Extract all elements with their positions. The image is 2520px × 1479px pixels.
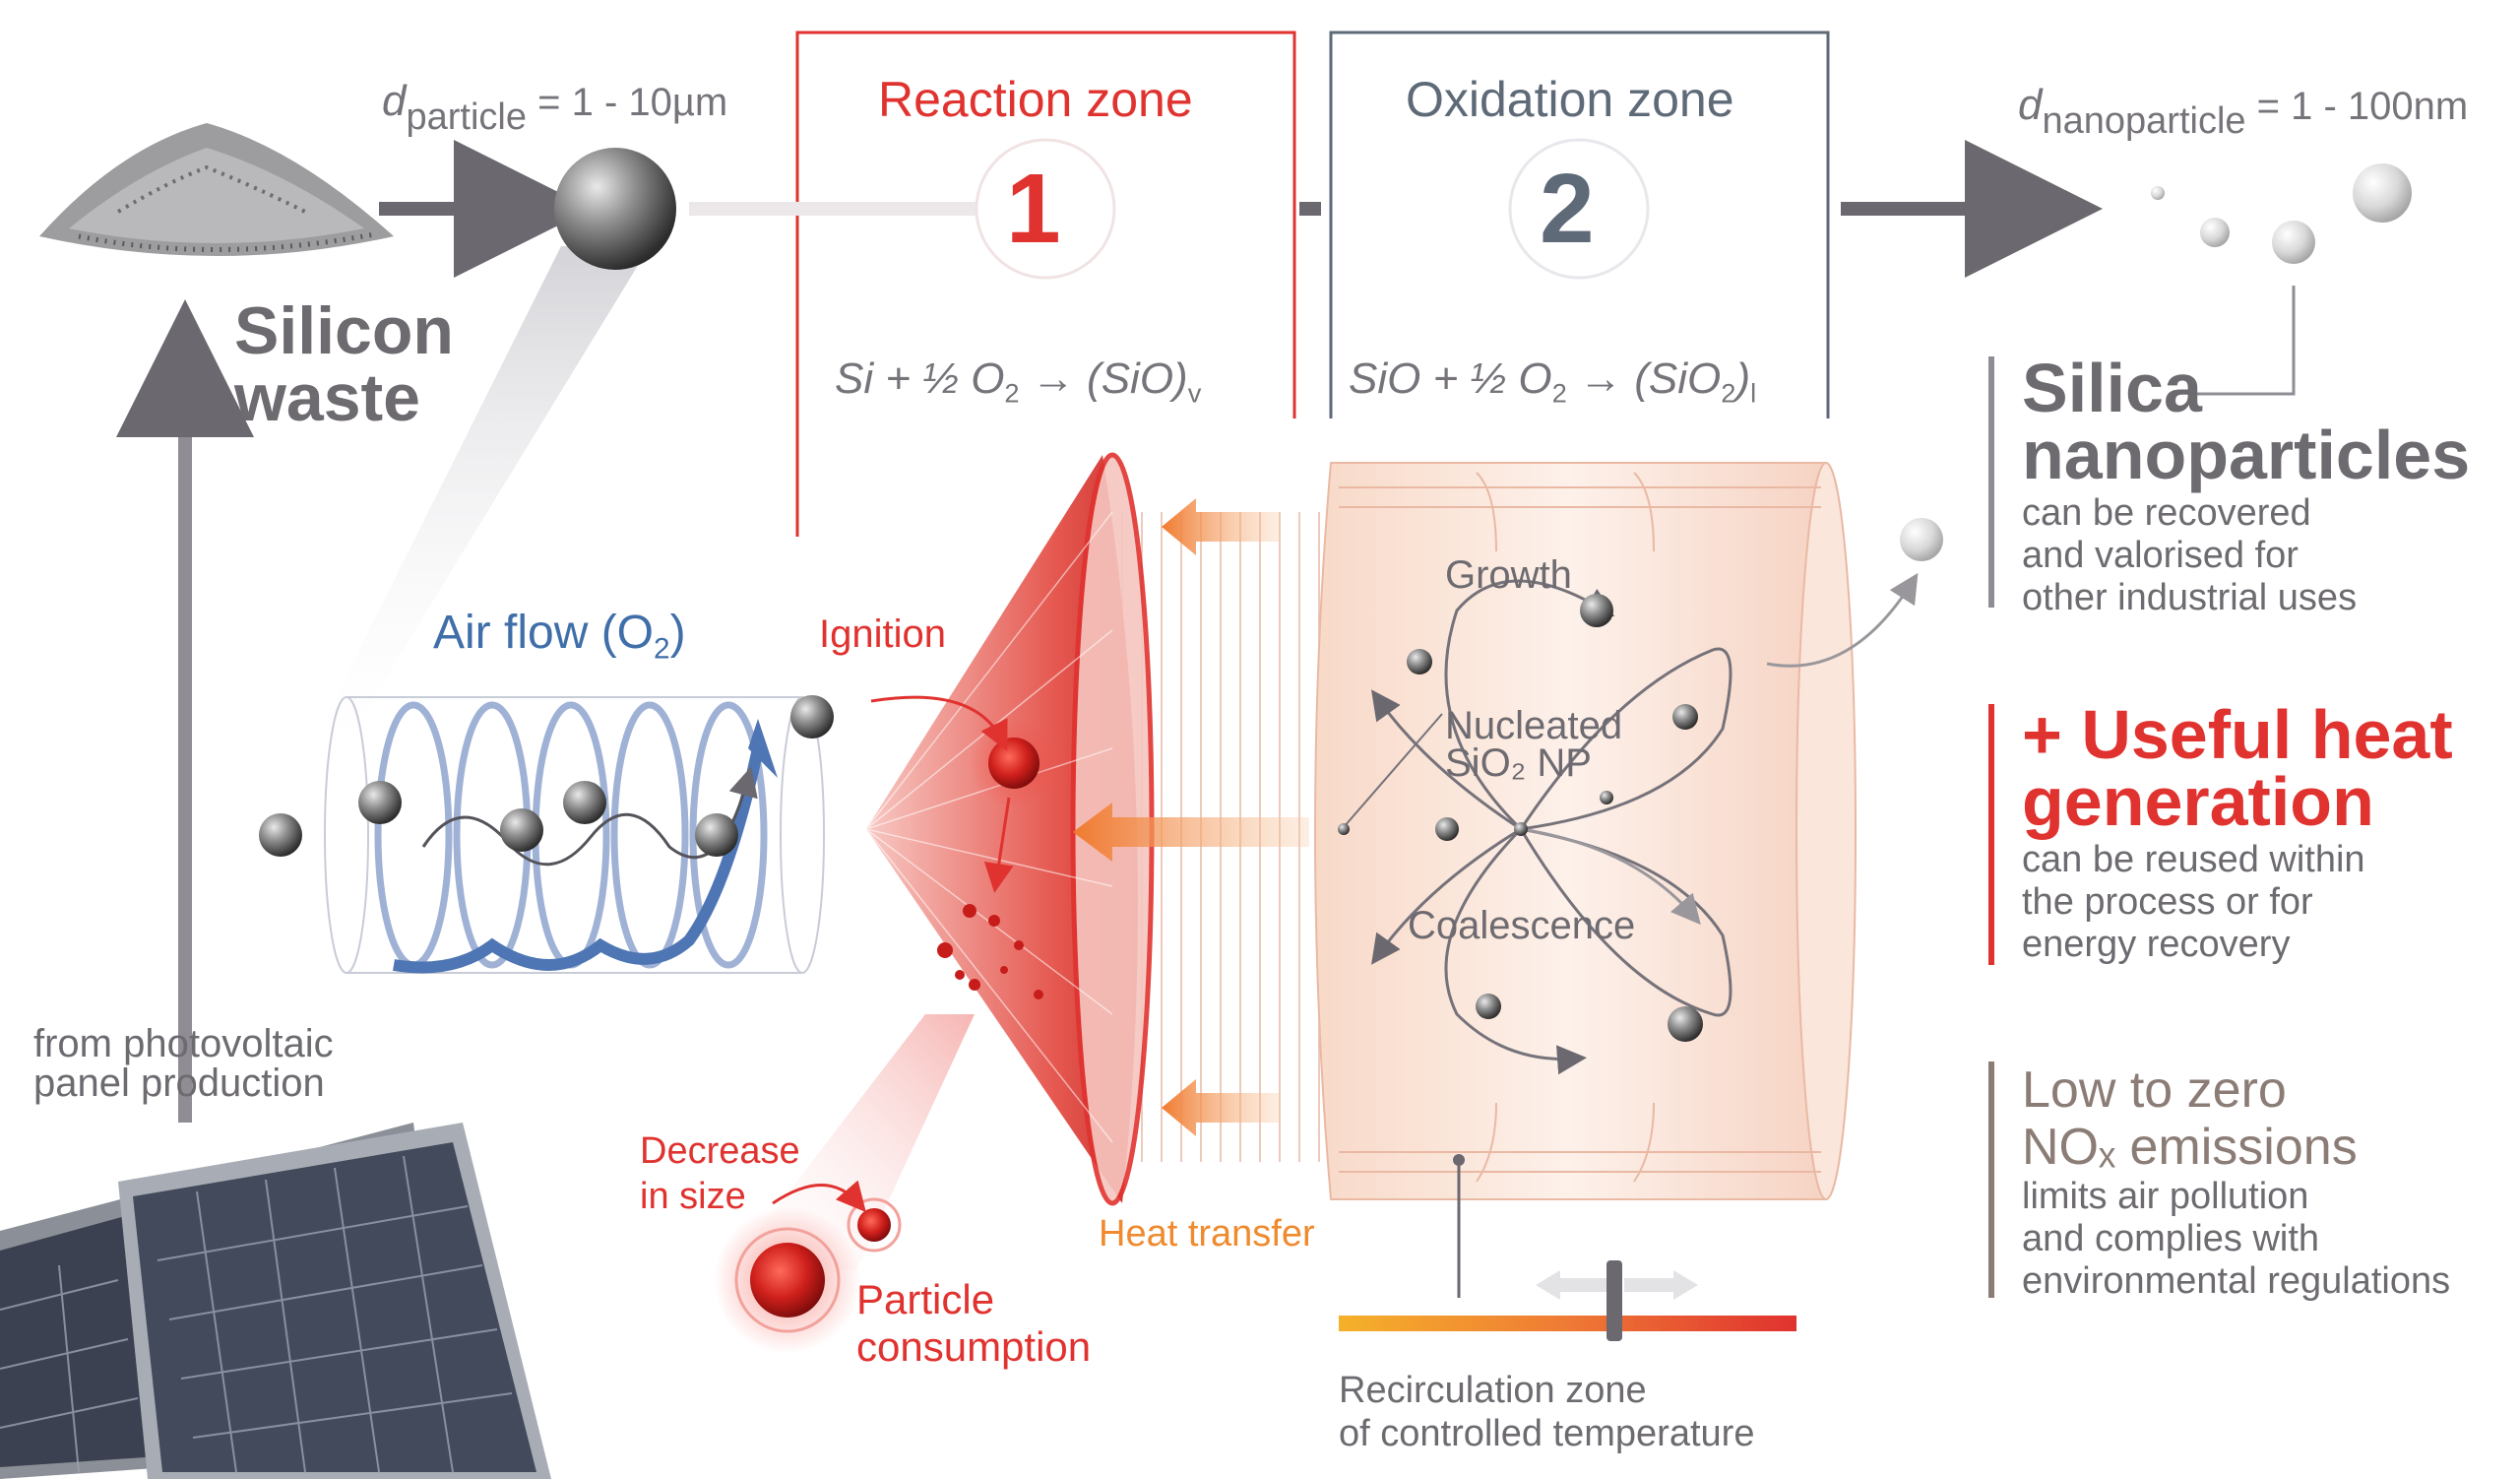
air-flow-cylinder	[259, 695, 834, 974]
zone2-circle	[1508, 138, 1650, 280]
heat-transfer-arrows	[1073, 498, 1309, 1136]
growth-label: Growth	[1445, 553, 1572, 597]
nanoparticles-cluster	[2151, 163, 2412, 264]
zone2-number: 2	[1540, 154, 1595, 264]
nox-block: Low to zero NOₓ emissions limits air pol…	[2022, 1061, 2451, 1302]
particle-consumption-visual	[714, 1197, 902, 1354]
reaction-zone-title: Reaction zone	[878, 72, 1193, 127]
coalescence-label: Coalescence	[1408, 904, 1636, 947]
heat-bar	[1988, 704, 1994, 965]
heat-transfer-label: Heat transfer	[1099, 1213, 1315, 1254]
exit-nanoparticle	[1900, 518, 1943, 561]
nanoparticle-size-label: dnanoparticle = 1 - 100nm	[2018, 81, 2469, 142]
reaction-zone-bracket	[795, 31, 1296, 537]
air-flow-label: Air flow (O2)	[433, 607, 686, 666]
silicon-waste-pile	[39, 123, 394, 256]
silica-block: Silica nanoparticles can be recovered an…	[2022, 350, 2471, 618]
zoom-beam	[295, 246, 650, 778]
silicon-particle-large	[554, 148, 676, 270]
oxidation-chamber	[1314, 462, 1857, 1200]
nanoparticle-dots	[1338, 594, 1703, 1042]
particle-size-label: dparticle = 1 - 10µm	[382, 77, 728, 138]
ignition-arrow	[870, 695, 1008, 751]
zone1-circle	[975, 138, 1116, 280]
ignition-label: Ignition	[819, 612, 946, 656]
nox-bar	[1988, 1061, 1994, 1298]
temperature-slider	[1606, 1260, 1622, 1341]
solar-panels	[0, 1123, 551, 1479]
oxidation-zone-bracket	[1329, 31, 1830, 418]
oxidation-zone-title: Oxidation zone	[1406, 72, 1734, 127]
heat-block: + Useful heat generation can be reused w…	[2022, 696, 2453, 965]
zone1-number: 1	[1006, 154, 1061, 264]
nucleation-paths	[1371, 579, 1732, 1075]
temperature-bar	[1339, 1316, 1796, 1331]
silica-callout-line	[2195, 286, 2296, 396]
reaction-equation: Si + ½ O2 → (SiO)v	[835, 354, 1202, 409]
silica-bar	[1988, 356, 1994, 608]
oxidation-equation: SiO + ½ O2 → (SiO2)l	[1349, 354, 1757, 409]
